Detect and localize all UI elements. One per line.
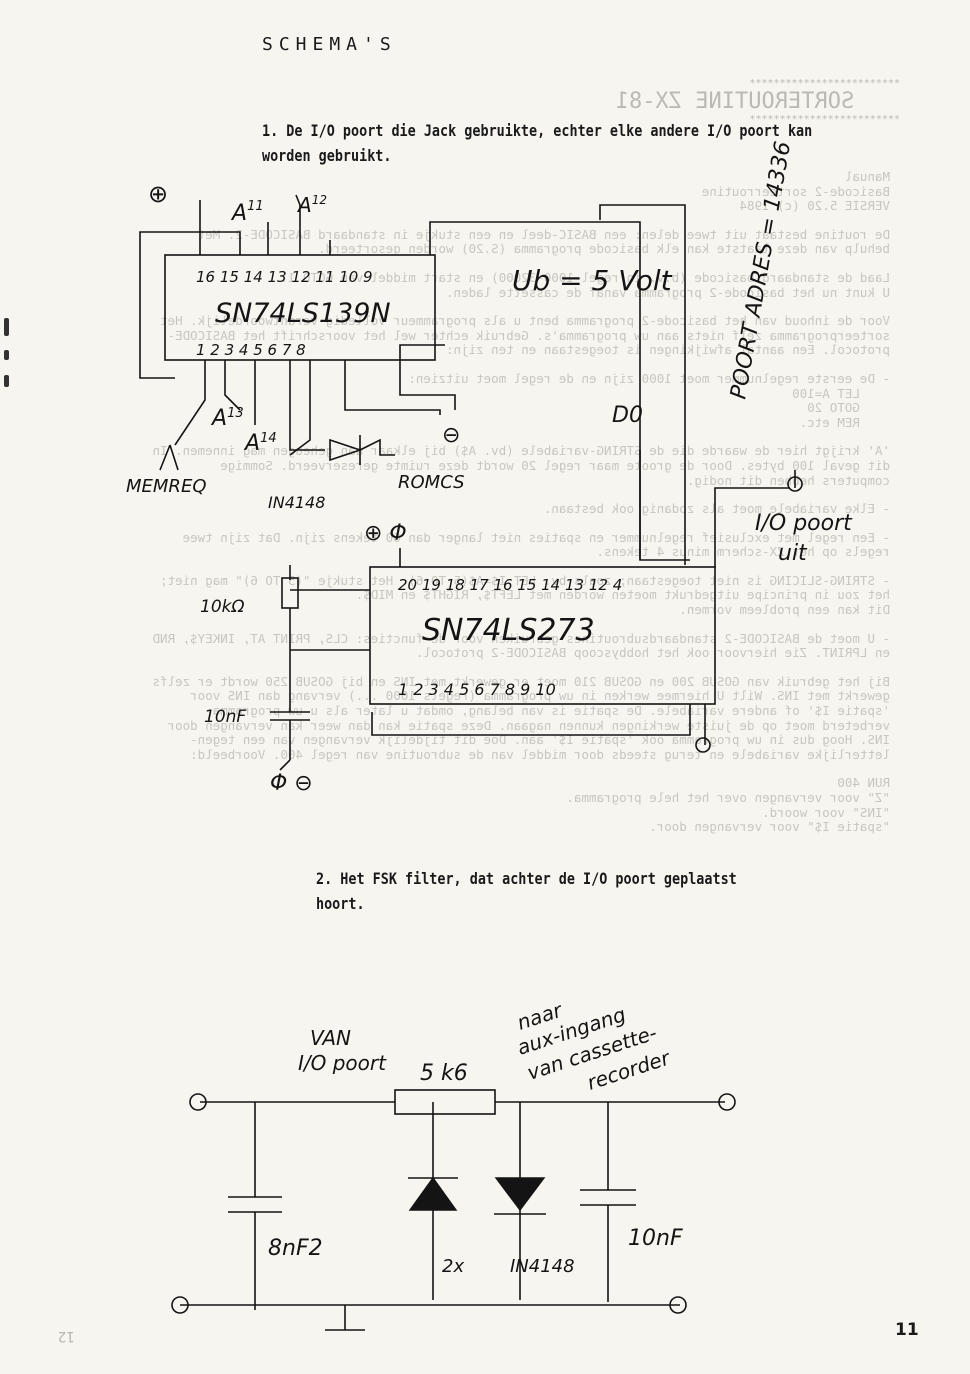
junction-out [787,476,803,492]
junction-bottom [695,737,711,753]
junction-ground-right [669,1296,687,1314]
caption-io-port: 1. De I/O poort die Jack gebruikte, echt… [262,121,813,165]
a14-label: A14 [243,431,277,456]
resistor-10k-label: 10kΩ [200,597,244,617]
caption-fsk-filter: 2. Het FSK filter, dat achter de I/O poo… [316,869,737,913]
diode-2 [494,1177,546,1212]
ub-label: Ub = 5 Volt [512,264,673,297]
memreq-label: MEMREQ [126,476,206,497]
diode-count-label: 2x [442,1256,464,1277]
resistor-10k [281,577,299,609]
ic1-pins-bottom: 1 2 3 4 5 6 7 8 [196,341,306,359]
punch-mark [4,350,9,360]
ic1-name: SN74LS139N [215,298,391,329]
van-io-poort-label: I/O poort [298,1051,387,1075]
page-title: SCHEMA'S [262,34,397,55]
junction-input [189,1093,207,1111]
ic2-pins-top: 20 19 18 17 16 15 14 13 12 4 [398,576,622,594]
phi-minus-label: Φ ⊖ [270,771,313,796]
ic2-pins-bottom: 1 2 3 4 5 6 7 8 9 10 [398,680,556,699]
a12-label: A12 [296,193,327,217]
uit-label: uit [778,541,808,566]
diode-1n4148-label: IN4148 [268,493,325,512]
plus-symbol: ⊕ [148,180,168,208]
poort-adres-label: POORT ADRES = 14336 [726,139,796,401]
junction-output [718,1093,736,1111]
van-label: VAN [310,1026,351,1050]
a13-label: A13 [210,406,244,431]
minus-symbol: ⊖ [442,423,460,448]
ic1-pins-top: 16 15 14 13 12 11 10 9 [196,268,373,286]
io-poort-uit-label: I/O poort [755,511,853,536]
punch-mark [4,375,9,387]
diode-type-label: IN4148 [510,1256,575,1277]
d0-label: D0 [612,403,643,428]
punch-mark [4,318,9,336]
junction-ground-left [171,1296,189,1314]
ic-273-box [369,566,716,705]
cap-10nf-label: 10nF [628,1226,683,1251]
resistor-5k6-label: 5 k6 [420,1061,468,1086]
page-number: 11 [895,1320,919,1340]
ic2-name: SN74LS273 [422,613,595,648]
capacitor-10nf-label: 10nF [204,707,246,727]
cap-8nf2-label: 8nF2 [268,1236,323,1261]
romcs-label: ROMCS [398,472,465,493]
plus-phi-label: ⊕ Φ [364,521,407,546]
a11-label: A11 [230,199,264,226]
resistor-5k6 [394,1089,496,1115]
diode-1 [408,1176,458,1211]
